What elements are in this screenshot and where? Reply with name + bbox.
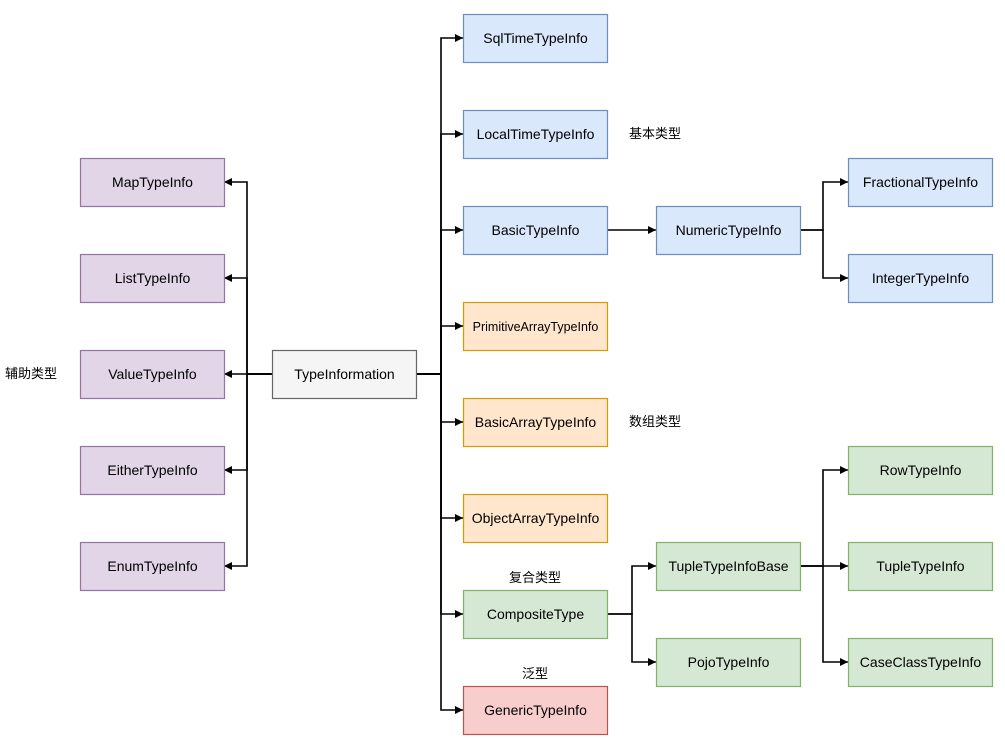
node-label: BasicTypeInfo bbox=[492, 222, 580, 238]
node-box bbox=[462, 685, 609, 736]
label-array-types: 数组类型 bbox=[629, 414, 681, 429]
node-primitivearraytypeinfo: PrimitiveArrayTypeInfo bbox=[462, 301, 609, 352]
label-generic-types: 泛型 bbox=[522, 666, 548, 681]
node-label: TupleTypeInfoBase bbox=[668, 558, 788, 574]
edge-typeinformation-to-basictypeinfo bbox=[416, 226, 463, 375]
node-box bbox=[847, 157, 994, 208]
node-label: MapTypeInfo bbox=[112, 174, 193, 190]
node-box bbox=[462, 493, 609, 544]
edge-compositetype-to-tupletypeinfobase bbox=[607, 562, 656, 615]
edge-compositetype-to-pojotypeinfo bbox=[607, 613, 656, 666]
node-basicarraytypeinfo: BasicArrayTypeInfo bbox=[462, 397, 609, 448]
node-box bbox=[655, 637, 802, 688]
node-sqltimetypeinfo: SqlTimeTypeInfo bbox=[462, 13, 609, 64]
edge-numerictypeinfo-to-integertypeinfo bbox=[800, 229, 848, 282]
edge-typeinformation-to-sqltimetypeinfo bbox=[416, 34, 463, 375]
node-box bbox=[655, 541, 802, 592]
node-label: CaseClassTypeInfo bbox=[860, 654, 982, 670]
node-objectarraytypeinfo: ObjectArrayTypeInfo bbox=[462, 493, 609, 544]
node-tupletypeinfo: TupleTypeInfo bbox=[847, 541, 994, 592]
node-label: GenericTypeInfo bbox=[484, 702, 587, 718]
node-box bbox=[79, 157, 226, 208]
node-box bbox=[847, 541, 994, 592]
label-basic-types: 基本类型 bbox=[629, 126, 681, 141]
node-label: TupleTypeInfo bbox=[876, 558, 964, 574]
node-box bbox=[462, 589, 609, 640]
edge-typeinformation-to-eithertypeinfo bbox=[224, 373, 272, 474]
node-label: EitherTypeInfo bbox=[107, 462, 197, 478]
node-localtimetypeinfo: LocalTimeTypeInfo bbox=[462, 109, 609, 160]
connector-layer bbox=[224, 34, 848, 714]
node-box bbox=[462, 397, 609, 448]
node-box bbox=[655, 205, 802, 256]
edge-typeinformation-to-localtimetypeinfo bbox=[416, 130, 463, 375]
node-box bbox=[462, 13, 609, 64]
node-box bbox=[847, 637, 994, 688]
edge-typeinformation-to-basicarraytypeinfo bbox=[416, 373, 463, 426]
node-pojotypeinfo: PojoTypeInfo bbox=[655, 637, 802, 688]
edge-typeinformation-to-generictypeinfo bbox=[416, 373, 463, 714]
node-label: RowTypeInfo bbox=[880, 462, 962, 478]
edge-typeinformation-to-objectarraytypeinfo bbox=[416, 373, 463, 522]
node-box bbox=[79, 445, 226, 496]
node-integertypeinfo: IntegerTypeInfo bbox=[847, 253, 994, 304]
node-box bbox=[271, 349, 418, 400]
node-box bbox=[847, 445, 994, 496]
node-label: SqlTimeTypeInfo bbox=[483, 30, 588, 46]
node-label: TypeInformation bbox=[294, 366, 394, 382]
label-composite-types: 复合类型 bbox=[509, 570, 561, 585]
node-label: ValueTypeInfo bbox=[108, 366, 197, 382]
node-box bbox=[79, 349, 226, 400]
edge-tupletypeinfobase-to-rowtypeinfo bbox=[800, 466, 848, 567]
node-label: LocalTimeTypeInfo bbox=[477, 126, 595, 142]
edge-typeinformation-to-compositetype bbox=[416, 373, 463, 618]
edge-typeinformation-to-primitivearraytypeinfo bbox=[416, 322, 463, 375]
node-rowtypeinfo: RowTypeInfo bbox=[847, 445, 994, 496]
edge-typeinformation-to-listtypeinfo bbox=[224, 274, 272, 375]
node-fractionaltypeinfo: FractionalTypeInfo bbox=[847, 157, 994, 208]
node-numerictypeinfo: NumericTypeInfo bbox=[655, 205, 802, 256]
node-compositetype: CompositeType bbox=[462, 589, 609, 640]
node-layer: TypeInformation MapTypeInfoListTypeInfoVa… bbox=[79, 13, 994, 736]
edge-tupletypeinfobase-to-caseclasstypeinfo bbox=[800, 565, 848, 666]
node-label: NumericTypeInfo bbox=[676, 222, 782, 238]
node-box bbox=[847, 253, 994, 304]
node-label: FractionalTypeInfo bbox=[863, 174, 978, 190]
node-label: EnumTypeInfo bbox=[107, 558, 197, 574]
edge-numerictypeinfo-to-fractionaltypeinfo bbox=[800, 178, 848, 231]
node-box bbox=[462, 301, 609, 352]
node-box bbox=[462, 109, 609, 160]
node-box bbox=[462, 205, 609, 256]
node-label: PojoTypeInfo bbox=[688, 654, 770, 670]
node-typeinformation: TypeInformation bbox=[271, 349, 418, 400]
node-label: CompositeType bbox=[487, 606, 584, 622]
node-label: IntegerTypeInfo bbox=[872, 270, 970, 286]
node-caseclasstypeinfo: CaseClassTypeInfo bbox=[847, 637, 994, 688]
node-generictypeinfo: GenericTypeInfo bbox=[462, 685, 609, 736]
node-maptypeinfo: MapTypeInfo bbox=[79, 157, 226, 208]
node-box bbox=[79, 253, 226, 304]
node-enumtypeinfo: EnumTypeInfo bbox=[79, 541, 226, 592]
node-label: PrimitiveArrayTypeInfo bbox=[473, 320, 599, 334]
node-label: ListTypeInfo bbox=[115, 270, 191, 286]
node-box bbox=[79, 541, 226, 592]
node-eithertypeinfo: EitherTypeInfo bbox=[79, 445, 226, 496]
node-listtypeinfo: ListTypeInfo bbox=[79, 253, 226, 304]
node-label: ObjectArrayTypeInfo bbox=[472, 510, 600, 526]
node-valuetypeinfo: ValueTypeInfo bbox=[79, 349, 226, 400]
node-tupletypeinfobase: TupleTypeInfoBase bbox=[655, 541, 802, 592]
node-basictypeinfo: BasicTypeInfo bbox=[462, 205, 609, 256]
node-label: BasicArrayTypeInfo bbox=[475, 414, 597, 430]
edge-typeinformation-to-enumtypeinfo bbox=[224, 373, 272, 570]
label-helper-types: 辅助类型 bbox=[5, 366, 57, 381]
